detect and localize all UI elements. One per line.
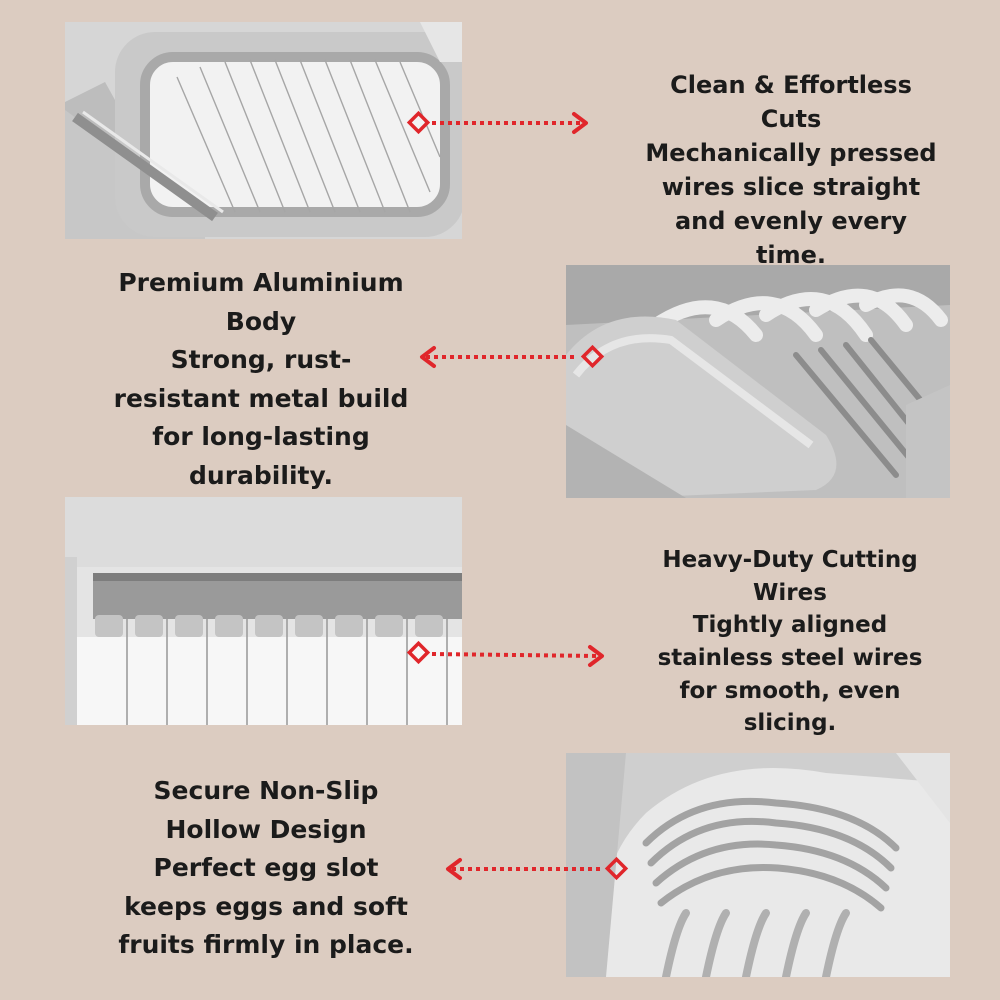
feature-cutting-wires: Heavy-Duty Cutting Wires Tightly aligned… bbox=[640, 544, 940, 740]
diamond-icon bbox=[406, 110, 431, 135]
feature-hollow-design: Secure Non-Slip Hollow Design Perfect eg… bbox=[108, 772, 424, 965]
feature-title: Secure Non-Slip Hollow Design bbox=[153, 776, 379, 844]
diamond-icon bbox=[580, 344, 605, 369]
feature-title: Premium Aluminium Body bbox=[118, 268, 404, 336]
feature-title: Clean & Effortless Cuts bbox=[670, 71, 912, 134]
callout-arrow-clean-cuts bbox=[404, 108, 594, 138]
feature-title: Heavy-Duty Cutting Wires bbox=[662, 547, 918, 606]
product-photo-cutting-wires bbox=[65, 497, 462, 725]
product-photo-aluminium-body bbox=[566, 265, 950, 498]
chevron-arrow-icon bbox=[446, 858, 462, 880]
feature-description: Strong, rust-resistant metal build for l… bbox=[113, 345, 409, 490]
callout-arrow-aluminium-body bbox=[416, 342, 606, 372]
callout-arrow-hollow-design bbox=[442, 854, 632, 884]
feature-aluminium-body: Premium Aluminium Body Strong, rust-resi… bbox=[110, 264, 412, 495]
callout-arrow-cutting-wires bbox=[404, 640, 610, 670]
diamond-icon bbox=[604, 856, 629, 881]
feature-description: Tightly aligned stainless steel wires fo… bbox=[657, 612, 923, 737]
feature-clean-cuts: Clean & Effortless Cuts Mechanically pre… bbox=[636, 68, 946, 272]
product-photo-hollow-design bbox=[566, 753, 950, 977]
product-photo-wires-top bbox=[65, 22, 462, 239]
chevron-arrow-icon bbox=[588, 645, 604, 667]
feature-description: Mechanically pressed wires slice straigh… bbox=[645, 139, 937, 270]
feature-description: Perfect egg slot keeps eggs and soft fru… bbox=[118, 853, 414, 959]
diamond-icon bbox=[406, 640, 431, 665]
chevron-arrow-icon bbox=[420, 346, 436, 368]
chevron-arrow-icon bbox=[572, 112, 588, 134]
